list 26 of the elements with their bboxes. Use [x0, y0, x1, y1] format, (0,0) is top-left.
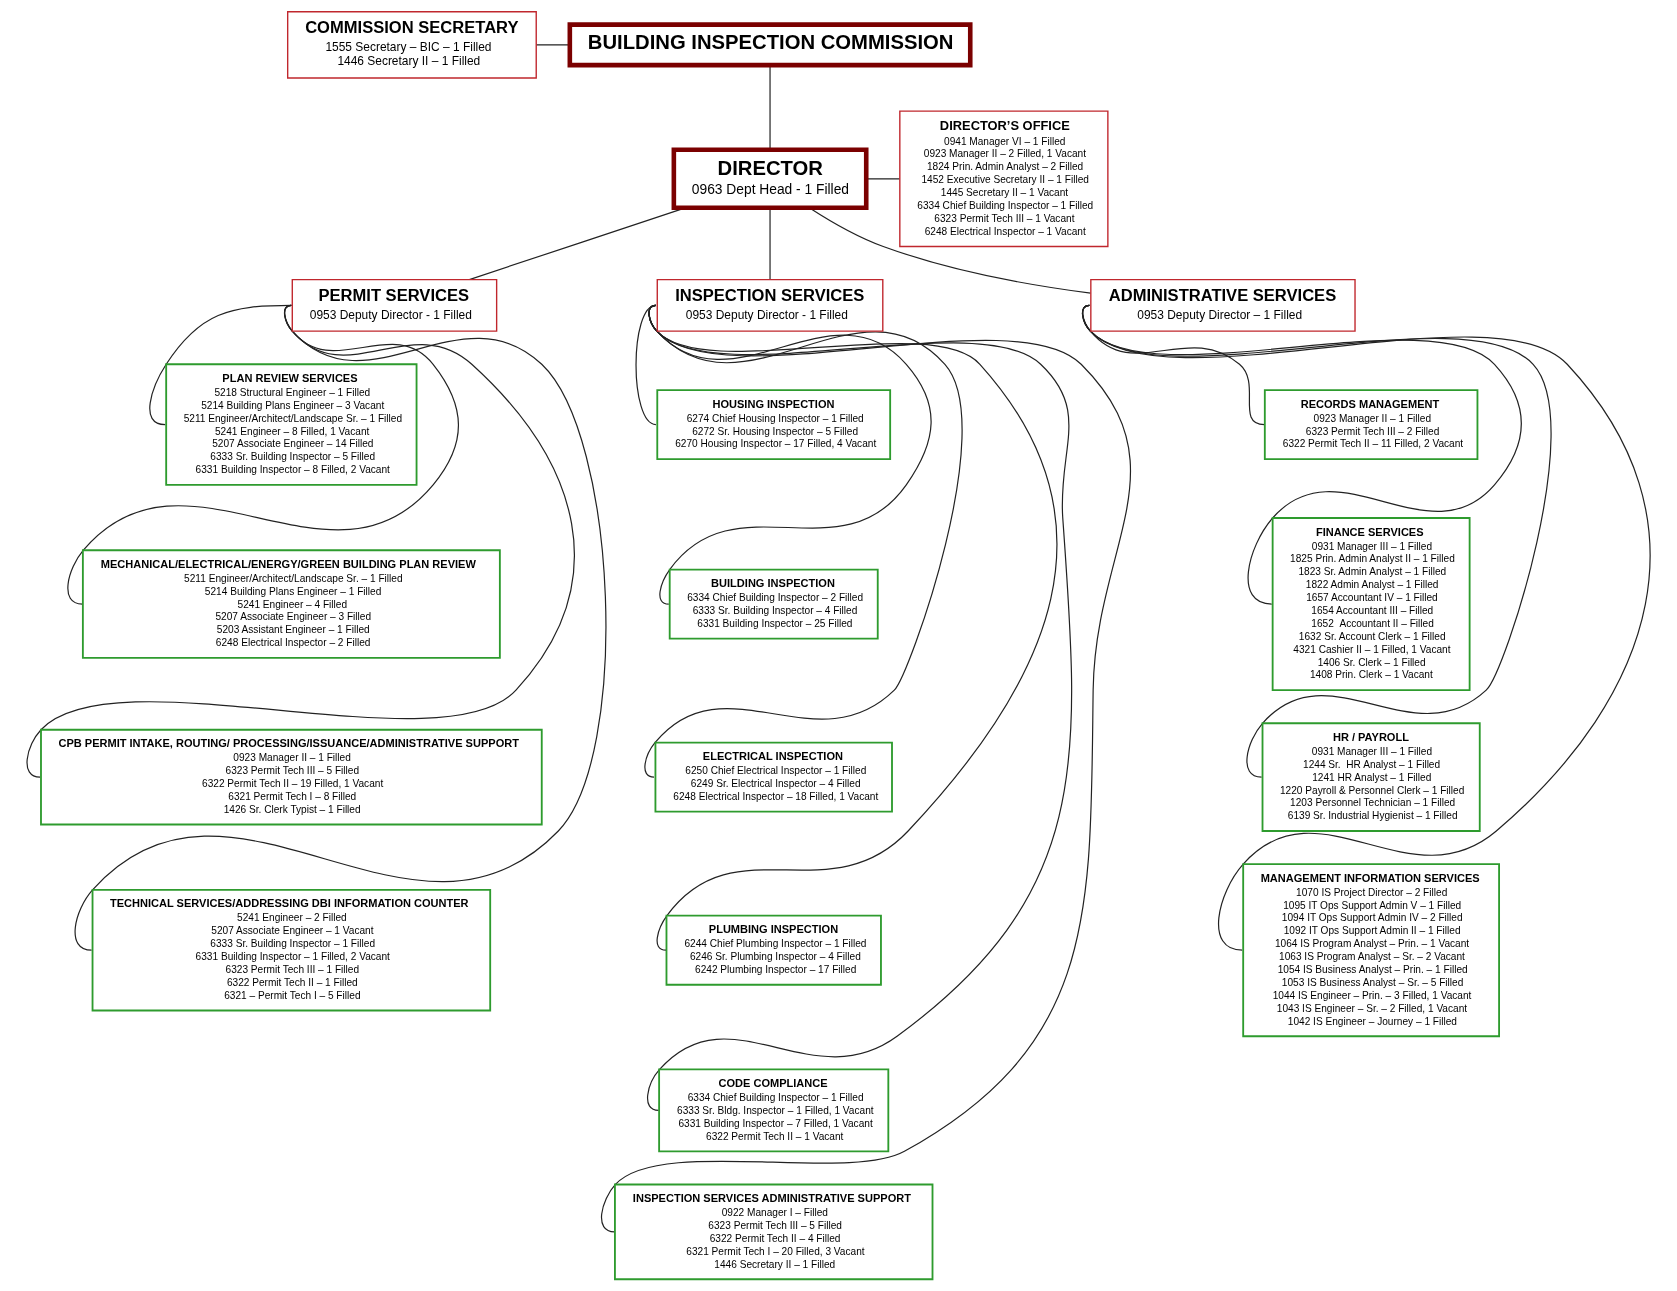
node-box: CPB PERMIT INTAKE, ROUTING/ PROCESSING/ISSUANCE/ADMINISTRATIVE SUPPORT 0923 Manager II – 1 Filled 6323 Permit Tech III – 5 Filled 6322 Permit Tech II – 19 Filled, 1 Vacant 6321 Permit Tech I – 8 Filled 1426 Sr. Clerk Typist – 1 Filled	[40, 728, 543, 826]
node-box: ADMINISTRATIVE SERVICES 0953 Deputy Director – 1 Filled	[1090, 278, 1356, 332]
node-box: DIRECTOR 0963 Dept Head - 1 Filled	[671, 147, 869, 211]
node-box: DIRECTOR’S OFFICE 0941 Manager VI – 1 Filled 0923 Manager II – 2 Filled, 1 Vacant 1824 Prin. Admin Analyst – 2 Filled 1452 Executive Secretary II – 1 Filled 1445 Secretary II – 1 Vacant 6334 Chief Building Inspector – 1 Filled 6323 Permit Tech III – 1 Vacant 6248 Electrical Inspector – 1 Vacant	[899, 110, 1109, 248]
node-box: BUILDING INSPECTION 6334 Chief Building Inspector – 2 Filled 6333 Sr. Building Inspector – 4 Filled 6331 Building Inspector – 25 Filled	[668, 568, 879, 640]
node-box: INSPECTION SERVICES 0953 Deputy Director - 1 Filled	[656, 278, 884, 332]
node-box: HOUSING INSPECTION 6274 Chief Housing Inspector – 1 Filled 6272 Sr. Housing Inspector – 5 Filled 6270 Housing Inspector – 17 Filled, 4 Vacant	[656, 389, 892, 461]
connector	[600, 304, 1131, 1233]
node-box: INSPECTION SERVICES ADMINISTRATIVE SUPPORT 0922 Manager I – Filled 6323 Permit Tech III – 5 Filled 6322 Permit Tech II – 4 Filled 6321 Permit Tech I – 20 Filled, 3 Vacant 1446 Secretary II – 1 Filled	[614, 1183, 934, 1281]
node-box: MECHANICAL/ELECTRICAL/ENERGY/GREEN BUILDING PLAN REVIEW 5211 Engineer/Architect/Landscape Sr. – 1 Filled 5214 Building Plans Engineer – 1 Filled 5241 Engineer – 4 Filled 5207 Associate Engineer – 3 Filled 5203 Assistant Engineer – 1 Filled 6248 Electrical Inspector – 2 Filled	[81, 549, 501, 659]
node-box: MANAGEMENT INFORMATION SERVICES 1070 IS Project Director – 2 Filled 1095 IT Ops Support Admin V – 1 Filled 1094 IT Ops Support Admin IV – 2 Filled 1092 IT Ops Support Admin II – 1 Filled 1064 IS Program Analyst – Prin. – 1 Vacant 1063 IS Program Analyst – Sr. – 2 Vacant 1054 IS Business Analyst – Prin. – 1 Filled 1053 IS Business Analyst – Sr. – 5 Filled 1044 IS Engineer – Prin. – 3 Filled, 1 Vacant 1043 IS Engineer – Sr. – 2 Filled, 1 Vacant 1042 IS Engineer – Journey – 1 Filled	[1242, 863, 1500, 1038]
node-box: RECORDS MANAGEMENT 0923 Manager II – 1 Filled 6323 Permit Tech III – 2 Filled 6322 Permit Tech II – 11 Filled, 2 Vacant	[1263, 389, 1479, 461]
node-box: PERMIT SERVICES 0953 Deputy Director - 1 Filled	[291, 278, 498, 332]
node-box: HR / PAYROLL 0931 Manager III – 1 Filled 1244 Sr. HR Analyst – 1 Filled 1241 HR Analyst – 1 Filled 1220 Payroll & Personnel Clerk – 1 Filled 1203 Personnel Technician – 1 Filled 6139 Sr. Industrial Hygienist – 1 Filled	[1261, 722, 1481, 832]
node-box: FINANCE SERVICES 0931 Manager III – 1 Filled 1825 Prin. Admin Analyst II – 1 Filled 1823 Sr. Admin Analyst – 1 Filled 1822 Admin Analyst – 1 Filled 1657 Accountant IV – 1 Filled 1654 Accountant III – Filled 1652 Accountant II – Filled 1632 Sr. Account Clerk – 1 Filled 4321 Cashier II – 1 Filled, 1 Vacant 1406 Sr. Clerk – 1 Filled 1408 Prin. Clerk – 1 Vacant	[1271, 517, 1471, 692]
node-box: ELECTRICAL INSPECTION 6250 Chief Electrical Inspector – 1 Filled 6249 Sr. Electrical Inspector – 4 Filled 6248 Electrical Inspector – 18 Filled, 1 Vacant	[654, 741, 893, 813]
connector	[26, 304, 575, 778]
connector	[1081, 304, 1651, 951]
connector	[74, 304, 607, 951]
node-box: BUILDING INSPECTION COMMISSION	[567, 22, 973, 68]
node-box: COMMISSION SECRETARY 1555 Secretary – BIC – 1 Filled 1446 Secretary II – 1 Filled	[287, 11, 537, 79]
node-box: PLAN REVIEW SERVICES 5218 Structural Engineer – 1 Filled 5214 Building Plans Engineer – 3 Vacant 5211 Engineer/Architect/Landscape Sr. – 1 Filled 5241 Engineer – 8 Filled, 1 Vacant 5207 Associate Engineer – 14 Filled 6333 Sr. Building Inspector – 5 Filled 6331 Building Inspector – 8 Filled, 2 Vacant	[165, 363, 418, 486]
connector	[635, 304, 657, 426]
node-box: PLUMBING INSPECTION 6244 Chief Plumbing Inspector – 1 Filled 6246 Sr. Plumbing Inspector – 4 Filled 6242 Plumbing Inspector – 17 Filled	[665, 914, 882, 986]
node-box: TECHNICAL SERVICES/ADDRESSING DBI INFORMATION COUNTER 5241 Engineer – 2 Filled 5207 Associate Engineer – 1 Vacant 6333 Sr. Building Inspector – 1 Filled 6331 Building Inspector – 1 Filled, 2 Vacant 6323 Permit Tech III – 1 Filled 6322 Permit Tech II – 1 Filled 6321 – Permit Tech I – 5 Filled	[91, 889, 492, 1012]
node-box: CODE COMPLIANCE 6334 Chief Building Inspector – 1 Filled 6333 Sr. Bldg. Inspector – 1 Filled, 1 Vacant 6331 Building Inspector – 7 Filled, 1 Vacant 6322 Permit Tech II – 1 Vacant	[658, 1068, 890, 1153]
